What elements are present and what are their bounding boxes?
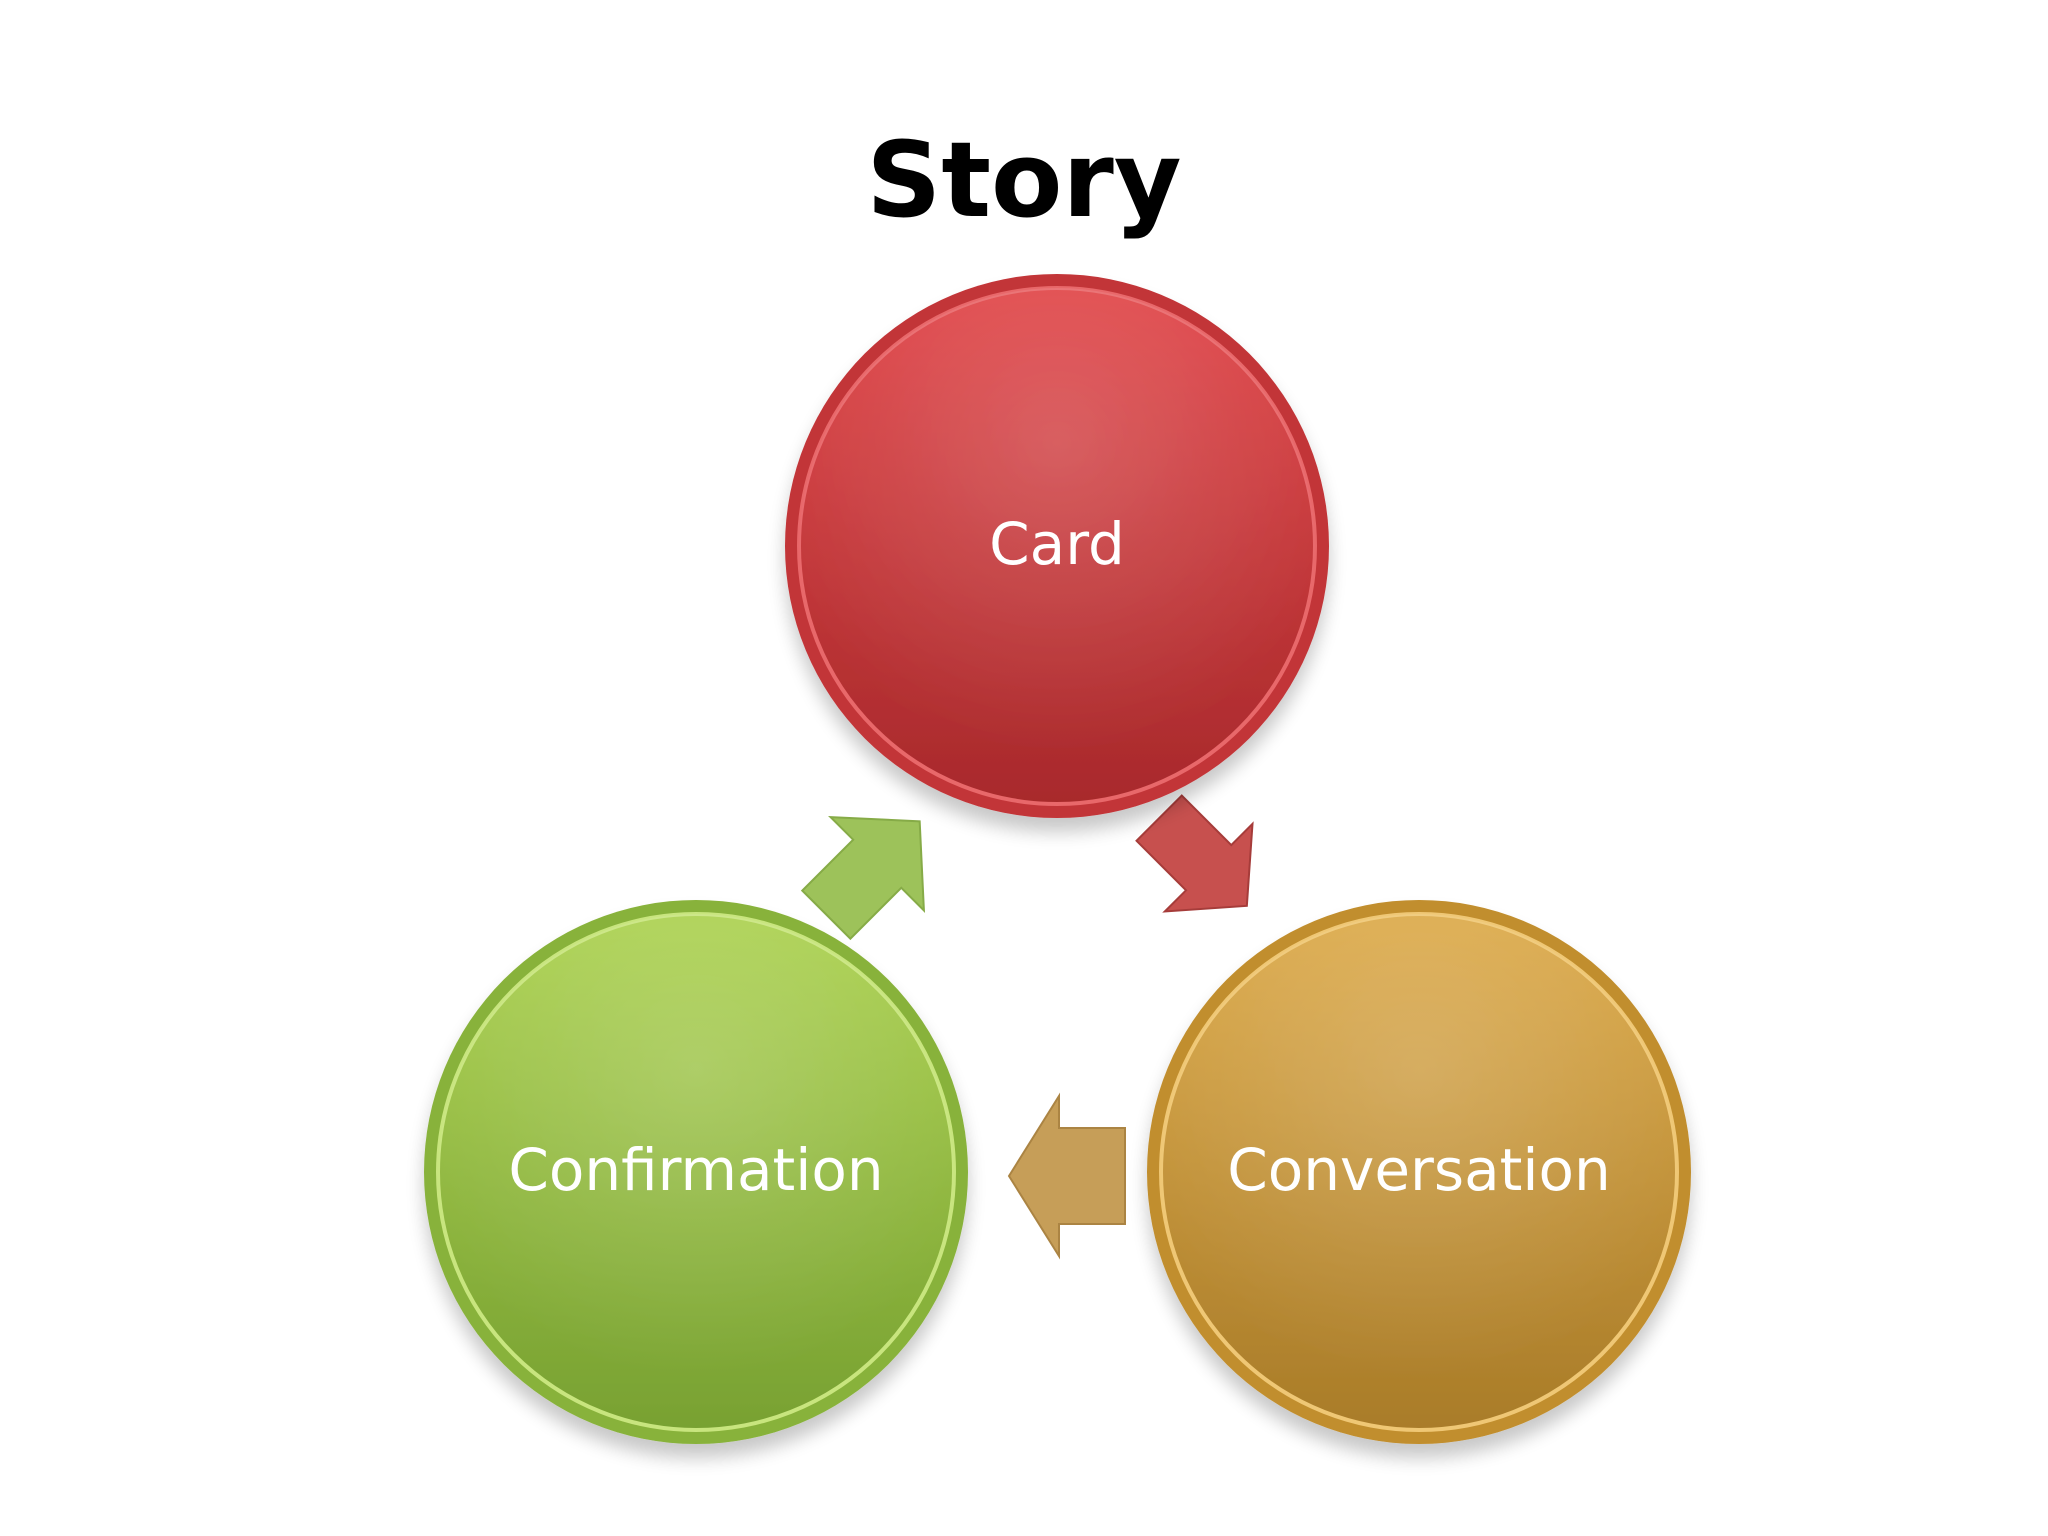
node-card: Card [785, 274, 1329, 818]
node-card-label: Card [989, 510, 1125, 578]
node-conversation-label: Conversation [1227, 1136, 1610, 1204]
node-confirmation-label: Confirmation [508, 1136, 883, 1204]
arrow-confirmation-to-card [800, 815, 926, 941]
arrow-card-to-conversation [1135, 794, 1254, 913]
slide-title: Story [866, 119, 1182, 241]
node-confirmation: Confirmation [424, 900, 968, 1444]
node-conversation: Conversation [1147, 900, 1691, 1444]
arrow-conversation-to-confirmation [1007, 1092, 1126, 1260]
